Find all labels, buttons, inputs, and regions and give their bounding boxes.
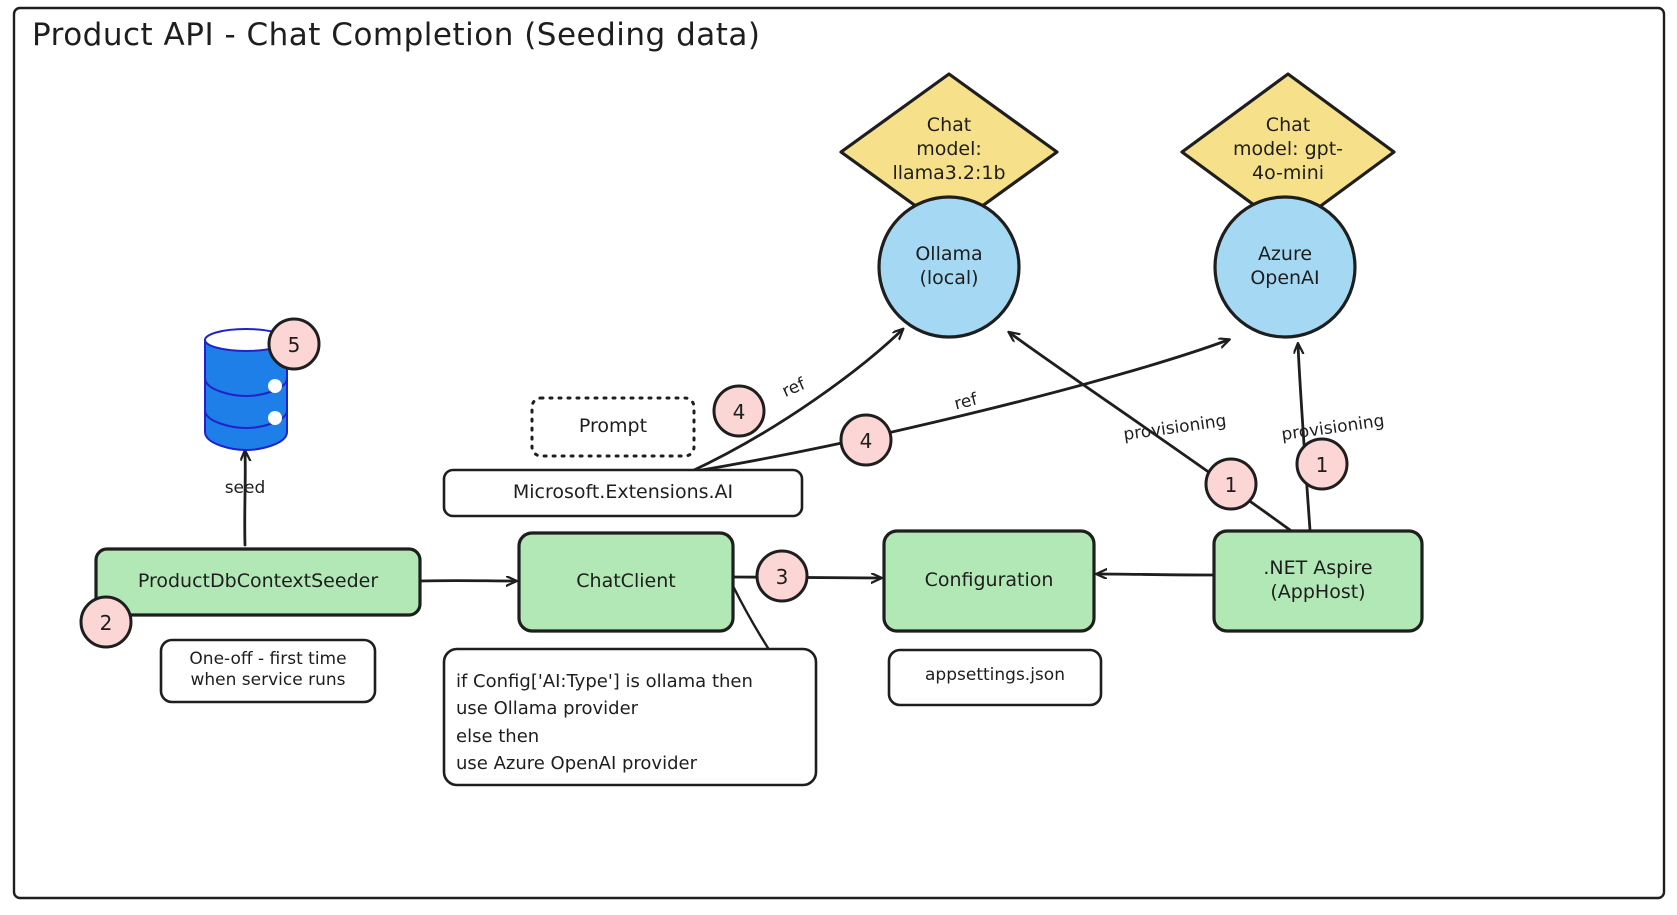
aspire-shape [1212, 529, 1424, 633]
diagram-frame [12, 6, 1666, 900]
badge-1-right-shape [1295, 437, 1349, 491]
note-provider-if-shape [442, 647, 818, 787]
edge-provisioning-azure-line [1298, 345, 1312, 532]
badge-2-shape [79, 595, 133, 649]
badge-4-right-shape [839, 413, 893, 467]
badge-1-left-shape [1204, 457, 1258, 511]
extensions-ai-shape [442, 468, 804, 518]
configuration-shape [882, 529, 1096, 633]
badge-5-shape [267, 317, 321, 371]
note-oneoff-shape [159, 638, 377, 704]
edge-ref-azure-line [688, 340, 1228, 474]
edge-chatclient-note [731, 584, 770, 650]
edge-ref-ollama-line [688, 330, 902, 474]
chatclient-shape [517, 531, 735, 633]
prompt-shape [530, 396, 696, 458]
edge-aspire-configuration [1098, 574, 1214, 575]
ollama-shape [877, 195, 1021, 339]
seeder-shape [94, 547, 422, 617]
note-appsettings-shape [887, 648, 1103, 707]
badge-4-left-shape [712, 384, 766, 438]
edge-chatclient-configuration [731, 577, 880, 578]
edge-seed-line [245, 452, 246, 547]
badge-3-shape [755, 549, 809, 603]
database-shape [204, 328, 288, 452]
azure-openai-shape [1213, 195, 1357, 339]
